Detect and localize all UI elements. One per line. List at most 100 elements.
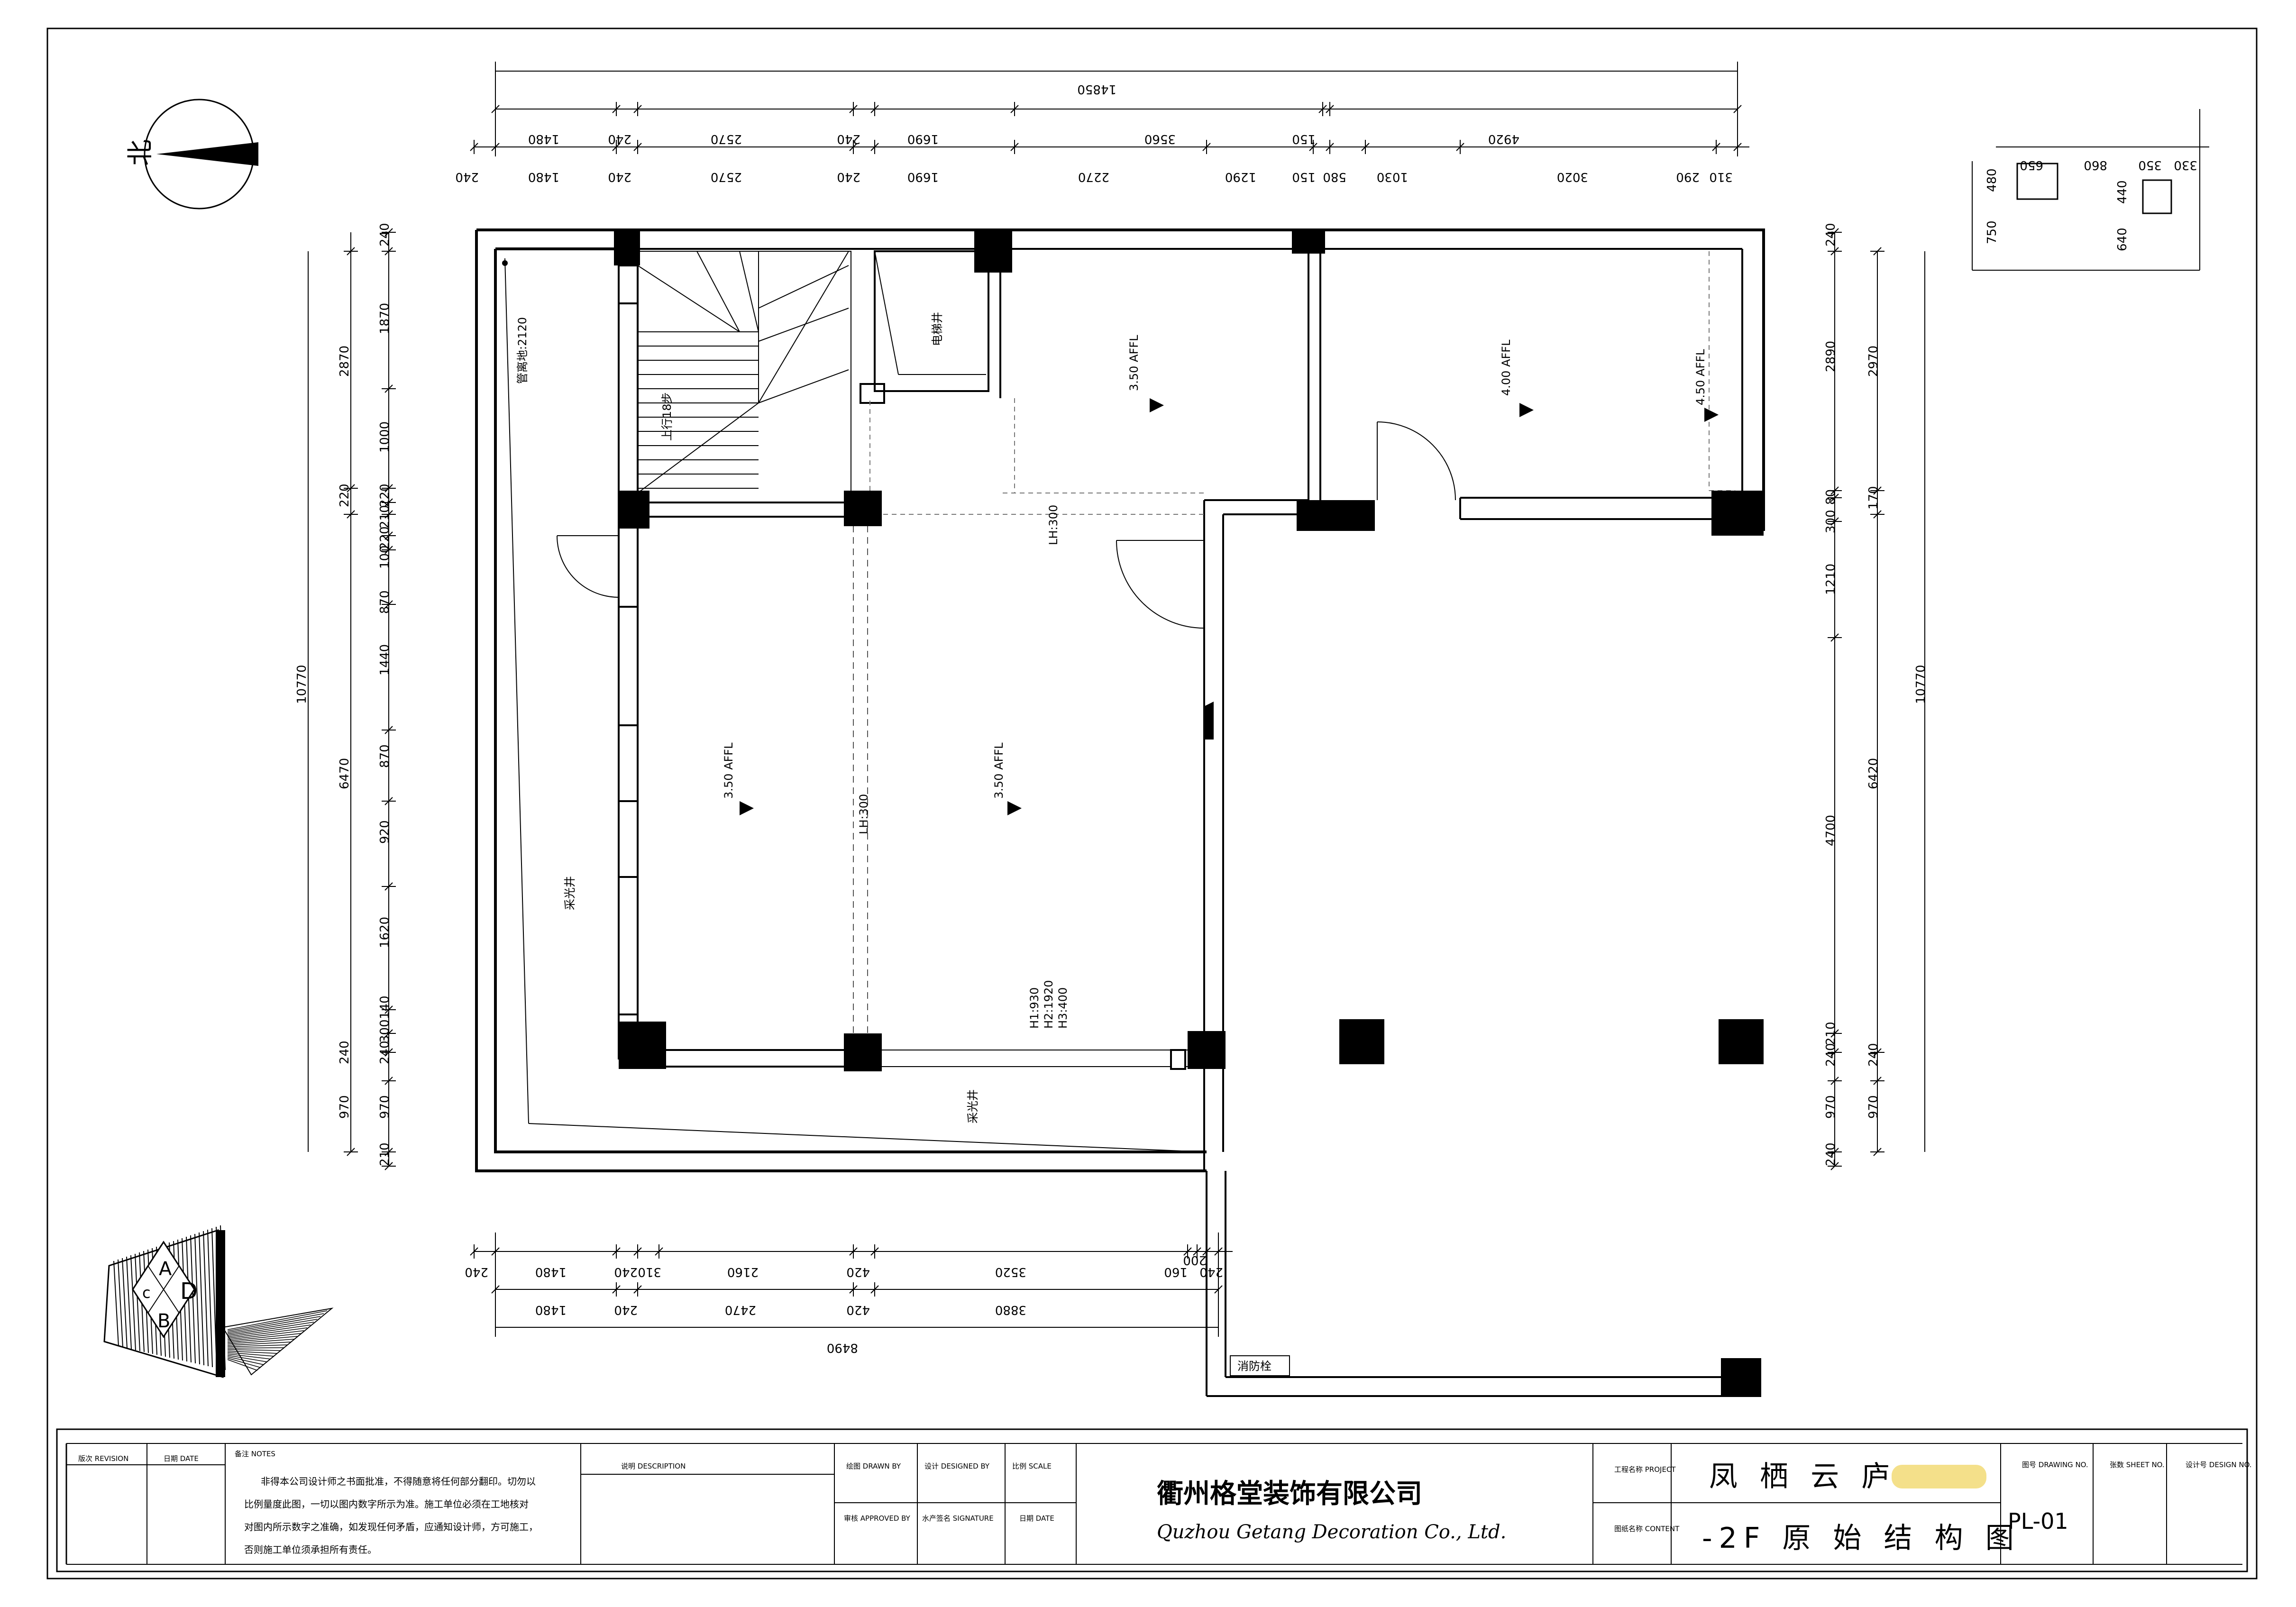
column xyxy=(844,1033,882,1071)
logo-hatch-line xyxy=(227,1330,304,1340)
logo-hatch-line xyxy=(227,1333,301,1342)
top-dimension-ticks xyxy=(470,102,1742,154)
logo-hatch-line xyxy=(227,1336,298,1343)
dim-top-r2-1: 240 xyxy=(608,132,631,146)
logo-hatch-line xyxy=(227,1316,321,1333)
column xyxy=(1292,230,1325,254)
dim-top-r1-13: 310 xyxy=(1709,170,1733,184)
left-dimensions xyxy=(308,232,389,1166)
drawn-label: 绘图 DRAWN BY xyxy=(846,1462,901,1470)
logo-hatch-line xyxy=(227,1342,291,1346)
inset-top-0: 650 xyxy=(2020,158,2043,172)
dim-left-in-6: 100 xyxy=(378,545,392,569)
dim-top-r1-3: 2570 xyxy=(711,170,742,184)
pipe-label: 管离地:2120 xyxy=(516,317,529,384)
right-dimension-ticks xyxy=(1828,228,1884,1170)
dim-left-in-11: 1620 xyxy=(378,917,392,948)
dim-left-in-8: 1440 xyxy=(378,644,392,676)
dim-top-r1-0: 240 xyxy=(455,170,479,184)
logo-hatch-line xyxy=(227,1356,265,1365)
dim-right-in-2: 80 xyxy=(1824,489,1838,505)
lh-mid-label: LH:300 xyxy=(857,794,870,834)
dim-left-outer-970: 970 xyxy=(338,1095,352,1119)
logo-hatch-line xyxy=(126,1256,132,1350)
dim-left-in-5: 220 xyxy=(378,526,392,550)
logo-hatch-line xyxy=(227,1324,311,1337)
staircase xyxy=(637,251,851,503)
door-swings xyxy=(557,421,1456,629)
sheet-border-outer xyxy=(46,27,2258,1580)
dim-left-in-15: 970 xyxy=(378,1095,392,1119)
scale-label: 比例 SCALE xyxy=(1012,1462,1052,1470)
dim-right-mid-0: 2970 xyxy=(1866,346,1881,377)
inset-mid-0: 440 xyxy=(2115,180,2130,204)
dim-bot-r2-4: 3880 xyxy=(995,1303,1026,1317)
elev-label-5: 3.50 AFFL xyxy=(992,742,1006,799)
dim-bot-r2-1: 240 xyxy=(614,1303,638,1317)
inset-left-0: 480 xyxy=(1985,168,1999,192)
logo-letter-d: D xyxy=(180,1278,198,1305)
dim-right-in-5: 4700 xyxy=(1824,815,1838,846)
light-well-lines xyxy=(504,258,1205,1152)
dim-right-in-3: 300 xyxy=(1824,510,1838,533)
logo-hatch-line xyxy=(227,1351,278,1354)
date-label: 日期 DATE xyxy=(164,1454,199,1463)
lh-top-label: LH:300 xyxy=(1047,505,1060,545)
north-arrow-pointer xyxy=(156,142,258,166)
dim-top-overall: 14850 xyxy=(1077,82,1116,96)
inset-left-1: 750 xyxy=(1985,220,1999,244)
elev-label-1: 3.50 AFFL xyxy=(1127,335,1141,391)
dim-bot-r1-5: 420 xyxy=(846,1265,870,1279)
column xyxy=(844,491,882,526)
dim-left-in-9: 870 xyxy=(378,744,392,768)
skylight-bottom-label: 采光井 xyxy=(966,1089,979,1123)
dim-left-mid-2: 6470 xyxy=(338,758,352,789)
dim-top-r2-6: 150 xyxy=(1292,132,1316,146)
column xyxy=(614,230,640,265)
elevator-label: 电梯井 xyxy=(931,312,944,346)
dim-top-r2-3: 240 xyxy=(837,132,860,146)
top-dimension-texts: 14850 1480 240 2570 240 1690 3560 150 49… xyxy=(455,82,1733,184)
left-dimension-texts: 10770 2870 220 6470 240 1870 1000 220 21… xyxy=(295,223,392,1166)
logo-hatch-line xyxy=(227,1310,328,1330)
dim-top-r1-8: 150 xyxy=(1292,170,1316,184)
dim-bot-r1-4: 2160 xyxy=(727,1265,759,1279)
column xyxy=(1721,1358,1761,1396)
inset-texts: 650 860 350 330 480 750 440 640 xyxy=(1985,158,2197,251)
dim-top-r2-7: 4920 xyxy=(1488,132,1519,146)
window-h3-label: H3:400 xyxy=(1056,987,1070,1029)
dim-bot-r1-8: 200 xyxy=(1183,1253,1207,1267)
drawing-no-label: 图号 DRAWING NO. xyxy=(2022,1461,2088,1469)
dim-left-in-4: 210 xyxy=(378,505,392,529)
logo-hatch-line xyxy=(227,1355,268,1362)
notes-line-1: 非得本公司设计师之书面批准，不得随意将任何部分翻印。切勿以 xyxy=(261,1476,536,1487)
logo-hatch-line xyxy=(186,1236,192,1363)
dim-left-in-2: 1000 xyxy=(378,421,392,453)
title-block xyxy=(56,1428,2248,1572)
dim-bot-overall: 8490 xyxy=(827,1341,858,1355)
elevator-shaft-symbol xyxy=(874,251,986,375)
dim-right-in-8: 970 xyxy=(1824,1095,1838,1119)
logo-hatch-line xyxy=(227,1344,288,1347)
sheet-label: 张数 SHEET NO. xyxy=(2110,1461,2165,1469)
elev-label-4: 3.50 AFFL xyxy=(722,742,735,799)
column xyxy=(619,1022,666,1069)
dim-top-r1-7: 1290 xyxy=(1225,170,1256,184)
approved-label: 审核 APPROVED BY xyxy=(844,1514,911,1523)
dim-bot-r1-1: 1480 xyxy=(535,1265,567,1279)
dim-bot-r1-9: 240 xyxy=(1199,1265,1223,1279)
logo-hatch-line xyxy=(227,1349,281,1351)
dim-top-r2-5: 3560 xyxy=(1144,132,1176,146)
wall-notch xyxy=(1204,702,1214,740)
window-h1-label: H1:930 xyxy=(1028,987,1041,1029)
project-name: 凤 栖 云 庐 xyxy=(1709,1460,1896,1493)
window-h2-label: H2:1920 xyxy=(1042,980,1055,1029)
dim-right-mid-3: 240 xyxy=(1866,1043,1881,1067)
dim-right-mid-1: 170 xyxy=(1866,486,1881,510)
door-left-arc xyxy=(557,535,619,598)
notes-line-3: 对图内所示数字之准确，如发现任何矛盾，应通知设计师，方可施工， xyxy=(244,1521,538,1533)
dim-right-in-0: 240 xyxy=(1824,223,1838,247)
logo-hatch-line xyxy=(227,1358,261,1368)
door-right-arc xyxy=(1377,421,1456,501)
dim-bot-r2-0: 1480 xyxy=(535,1303,567,1317)
